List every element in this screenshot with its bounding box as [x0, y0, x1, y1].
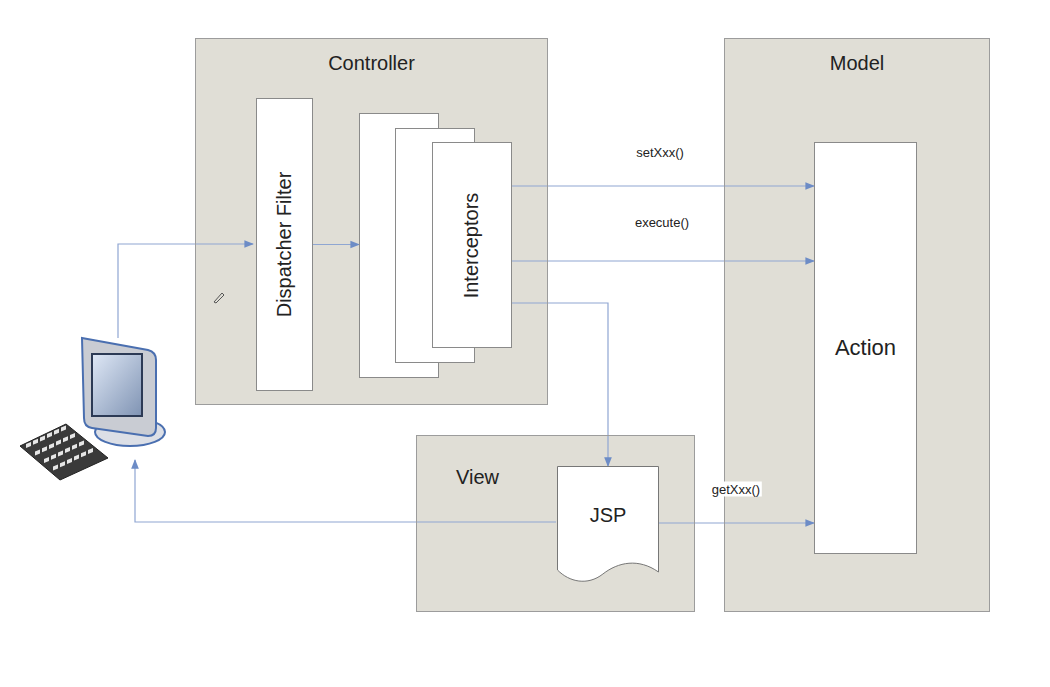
key — [58, 450, 63, 456]
pen-mark — [214, 293, 224, 303]
monitor — [82, 338, 156, 436]
key — [53, 464, 58, 470]
key — [44, 457, 49, 463]
panel-heading: Model — [830, 52, 884, 75]
dispatcher-filter-box: Dispatcher Filter — [256, 98, 313, 391]
key — [56, 440, 61, 446]
box-label: Interceptors — [461, 192, 484, 298]
key — [47, 432, 52, 438]
key — [74, 455, 79, 461]
key — [26, 442, 31, 448]
key — [40, 435, 45, 441]
box-label: Action — [835, 335, 896, 361]
key — [67, 458, 72, 464]
panel-fill — [416, 435, 695, 612]
key — [72, 444, 77, 450]
key — [35, 449, 40, 455]
box-label: JSP — [590, 504, 627, 527]
box-label: Dispatcher Filter — [273, 172, 296, 318]
monitor-screen — [92, 354, 142, 416]
text-holder: Interceptors — [433, 143, 511, 347]
key — [79, 440, 84, 446]
view-panel: ViewJSP — [416, 435, 695, 612]
text-holder: JSP — [557, 466, 659, 584]
interceptor-stack: Interceptors — [359, 113, 512, 378]
keyboard-keys — [26, 425, 93, 470]
flow-arrow — [659, 522, 814, 523]
key — [54, 429, 59, 435]
keyboard — [20, 424, 108, 480]
method-call-label: execute() — [633, 215, 691, 230]
key — [65, 447, 70, 453]
controller-panel: ControllerDispatcher Filter Interceptors — [195, 38, 548, 405]
response-line — [135, 460, 556, 522]
key — [60, 461, 65, 467]
document-shape — [558, 467, 659, 582]
key — [51, 454, 56, 460]
key — [70, 433, 75, 439]
flow-arrow — [512, 185, 814, 186]
text-holder: Action — [815, 143, 916, 553]
panel-fill — [724, 38, 990, 612]
text-holder: Dispatcher Filter — [257, 99, 312, 390]
key — [81, 451, 86, 457]
action-box: Action — [814, 142, 917, 554]
model-panel: ModelAction — [724, 38, 990, 612]
key — [88, 448, 93, 454]
interceptor-page-front: Interceptors — [432, 142, 512, 348]
flow-arrow — [512, 260, 814, 261]
key — [61, 425, 66, 431]
panel-heading: View — [456, 466, 499, 489]
method-call-label: getXxx() — [710, 482, 762, 497]
key — [33, 439, 38, 445]
panel-fill — [195, 38, 548, 405]
request-line — [118, 244, 253, 338]
flow-arrow — [313, 244, 359, 245]
jsp-document: JSP — [557, 466, 659, 584]
method-call-label: setXxx() — [634, 145, 686, 160]
key — [49, 443, 54, 449]
panel-heading: Controller — [328, 52, 415, 75]
flow-arrow — [512, 303, 608, 466]
key — [42, 446, 47, 452]
key — [63, 436, 68, 442]
